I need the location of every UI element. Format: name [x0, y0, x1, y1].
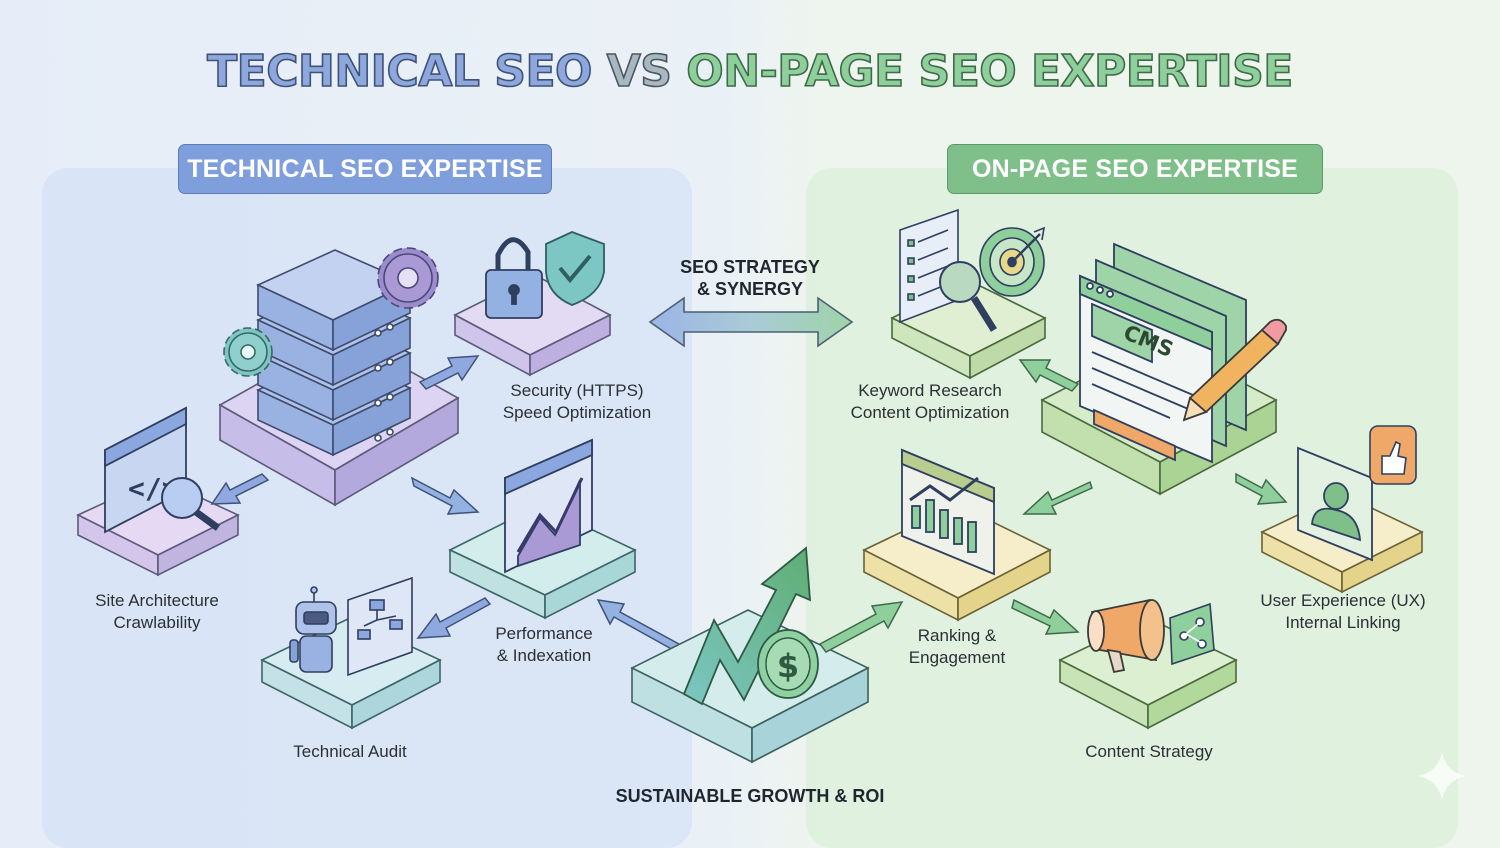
technical-audit-label: Technical Audit [270, 741, 430, 763]
security-label: Security (HTTPS) Speed Optimization [486, 380, 668, 424]
ranking-label: Ranking & Engagement [896, 625, 1018, 669]
keyword-label-line2: Content Optimization [850, 403, 1010, 422]
flow-arrows-onpage [818, 359, 1288, 653]
performance-label-line2: & Indexation [496, 646, 592, 665]
onpage-header: ON-PAGE SEO EXPERTISE [947, 144, 1323, 194]
magnifier-icon [939, 261, 997, 332]
user-card-icon [1297, 446, 1373, 562]
technical-header: TECHNICAL SEO EXPERTISE [178, 144, 552, 194]
flow-arrows-technical [210, 355, 692, 657]
site-architecture-label-line1: Site Architecture [95, 591, 219, 610]
gear-icon [377, 247, 439, 309]
center-label-line2: & SYNERGY [696, 279, 804, 299]
security-label-line1: Security (HTTPS) [510, 381, 644, 400]
server-icon [256, 249, 412, 457]
site-architecture-label-line2: Crawlability [113, 613, 201, 632]
share-icon [1169, 602, 1215, 666]
thumbs-up-icon [1369, 425, 1417, 485]
dollar-coin-icon: $ [757, 629, 819, 699]
growth-arrow-icon [682, 546, 812, 706]
title-onpage: ON-PAGE SEO EXPERTISE [685, 45, 1294, 98]
keyword-label: Keyword Research Content Optimization [832, 380, 1028, 424]
gear-icon [223, 327, 273, 377]
lock-icon [485, 237, 543, 319]
performance-label: Performance & Indexation [470, 623, 618, 667]
center-label-line1: SEO STRATEGY [680, 257, 820, 277]
ux-label-line2: Internal Linking [1285, 613, 1401, 632]
target-icon [979, 226, 1046, 297]
bar-chart-icon [901, 448, 995, 576]
pencil-icon [1182, 318, 1287, 422]
center-label: SEO STRATEGY & SYNERGY [664, 256, 836, 300]
security-label-line2: Speed Optimization [502, 403, 652, 422]
sparkle-icon [1418, 752, 1466, 800]
dollar-symbol: $ [777, 647, 799, 685]
content-strategy-label: Content Strategy [1066, 741, 1232, 763]
ux-label: User Experience (UX) Internal Linking [1246, 590, 1440, 634]
growth-label: SUSTAINABLE GROWTH & ROI [580, 785, 920, 807]
robot-icon [289, 586, 337, 673]
synergy-double-arrow [648, 296, 854, 348]
page-title: TECHNICAL SEO VS ON-PAGE SEO EXPERTISE [0, 45, 1500, 98]
title-technical: TECHNICAL SEO [206, 45, 593, 98]
technical-audit-label-line1: Technical Audit [293, 742, 407, 761]
keyword-label-line1: Keyword Research [858, 381, 1002, 400]
ranking-label-line2: Engagement [908, 648, 1006, 667]
ux-label-line1: User Experience (UX) [1260, 591, 1426, 610]
chart-window-icon [504, 438, 593, 574]
shield-check-icon [545, 231, 605, 306]
code-window-icon: </> [104, 406, 187, 534]
site-architecture-label: Site Architecture Crawlability [62, 590, 252, 634]
sitemap-icon [347, 576, 413, 677]
ranking-label-line1: Ranking & [917, 626, 997, 645]
magnifier-icon [161, 477, 221, 531]
performance-label-line1: Performance [495, 624, 593, 643]
content-strategy-label-line1: Content Strategy [1085, 742, 1213, 761]
megaphone-icon [1087, 598, 1165, 674]
title-vs: VS [591, 45, 687, 98]
growth-label-line1: SUSTAINABLE GROWTH & ROI [615, 786, 885, 806]
